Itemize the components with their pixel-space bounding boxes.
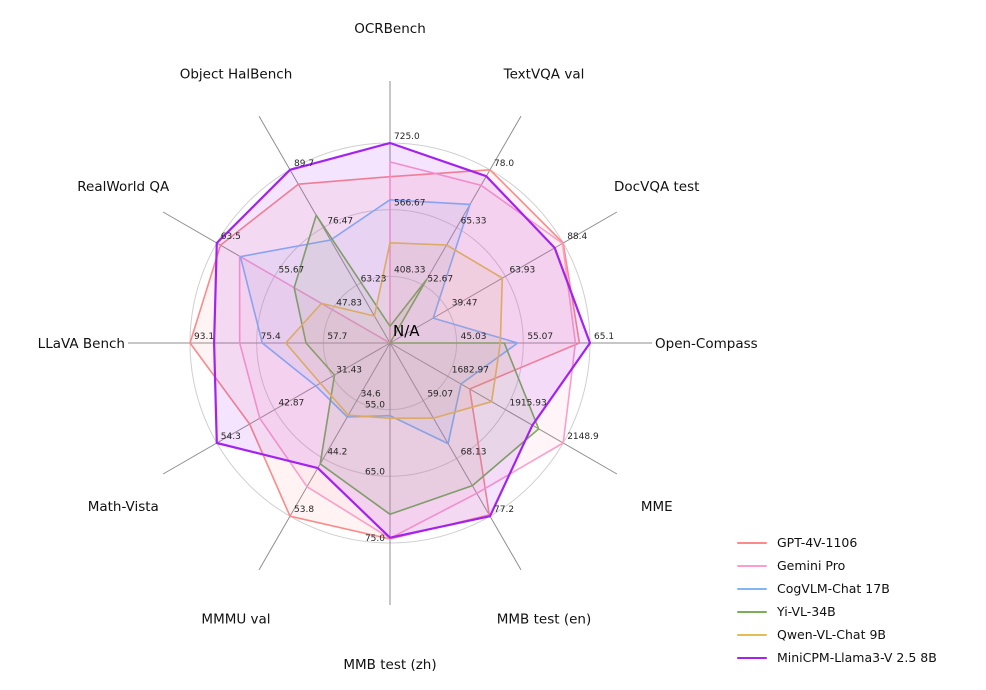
axis-tick-label: 63.5: [221, 232, 241, 242]
axis-tick-label: 47.83: [336, 299, 362, 309]
axis-label: MMMU val: [201, 612, 270, 628]
axis-tick-label: 78.0: [494, 159, 514, 169]
legend-label: CogVLM-Chat 17B: [777, 581, 890, 596]
legend-label: Gemini Pro: [777, 558, 846, 573]
center-tick-label: N/A: [393, 322, 420, 340]
axis-tick-label: 54.3: [221, 432, 241, 442]
axis-tick-label: 34.6: [361, 390, 381, 400]
radar-axis-spoke: [162, 342, 391, 475]
series-polygon: [284, 242, 504, 420]
axis-tick-label: 31.43: [336, 365, 362, 375]
radar-axis-spoke: [389, 342, 618, 475]
axis-label: MMB test (zh): [343, 657, 436, 673]
radar-axis-spoke: [389, 342, 522, 571]
axis-tick-label: 1915.93: [509, 399, 546, 409]
radar-axis-spoke: [389, 211, 618, 344]
axis-tick-label: 53.8: [294, 505, 314, 515]
legend-label: MiniCPM-Llama3-V 2.5 8B: [777, 650, 937, 665]
axis-tick-label: 45.03: [461, 332, 487, 342]
axis-label: MMB test (en): [497, 612, 591, 628]
axis-label: OCRBench: [354, 21, 426, 37]
axis-label: Object HalBench: [180, 66, 293, 82]
axis-tick-label: 89.7: [294, 159, 314, 169]
legend: GPT-4V-1106 Gemini Pro CogVLM-Chat 17B Y…: [737, 535, 937, 665]
axis-tick-label: 88.4: [567, 232, 587, 242]
axis-tick-label: 57.7: [327, 332, 347, 342]
axis-tick-label: 68.13: [461, 447, 487, 457]
legend-swatch: [737, 587, 767, 590]
axis-tick-label: 566.67: [394, 199, 426, 209]
axis-tick-label: 2148.9: [567, 432, 599, 442]
axis-tick-label: 65.1: [594, 332, 614, 342]
radar-axis-spoke: [258, 115, 391, 344]
axis-tick-label: 44.2: [327, 447, 347, 457]
axis-label: Open-Compass: [655, 336, 758, 352]
axis-label: Math-Vista: [88, 499, 159, 515]
axis-tick-label: 75.4: [261, 332, 281, 342]
legend-swatch: [737, 656, 767, 659]
legend-swatch: [737, 610, 767, 613]
axis-tick-label: 93.1: [194, 332, 214, 342]
axis-label: RealWorld QA: [77, 179, 170, 195]
series-polygon: [239, 199, 519, 445]
axis-tick-label: 408.33: [394, 265, 426, 275]
axis-tick-label: 65.33: [461, 217, 487, 227]
axis-tick-label: 63.93: [509, 265, 535, 275]
legend-swatch: [737, 564, 767, 567]
axis-tick-label: 1682.97: [452, 365, 489, 375]
axis-tick-label: 39.47: [452, 299, 478, 309]
axis-tick-label: 77.2: [494, 505, 514, 515]
legend-item: MiniCPM-Llama3-V 2.5 8B: [737, 650, 937, 665]
legend-swatch: [737, 633, 767, 636]
axis-label: LLaVA Bench: [38, 336, 125, 352]
axis-tick-label: 75.0: [365, 534, 385, 544]
axis-label: DocVQA test: [614, 179, 699, 195]
legend-item: Yi-VL-34B: [737, 604, 937, 619]
legend-label: Yi-VL-34B: [777, 604, 836, 619]
axis-tick-label: 55.07: [527, 332, 553, 342]
axis-label: TextVQA val: [503, 66, 585, 82]
axis-label: MME: [641, 499, 673, 515]
axis-tick-label: 42.87: [279, 399, 305, 409]
legend-swatch: [737, 541, 767, 544]
legend-item: Gemini Pro: [737, 558, 937, 573]
axis-tick-label: 55.0: [365, 401, 385, 411]
legend-item: CogVLM-Chat 17B: [737, 581, 937, 596]
legend-label: Qwen-VL-Chat 9B: [777, 627, 886, 642]
axis-tick-label: 63.23: [361, 274, 387, 284]
axis-tick-label: 52.67: [427, 274, 453, 284]
axis-tick-label: 55.67: [279, 265, 305, 275]
legend-item: GPT-4V-1106: [737, 535, 937, 550]
axis-tick-label: 725.0: [394, 132, 420, 142]
legend-label: GPT-4V-1106: [777, 535, 858, 550]
radar-axis-spoke: [258, 342, 391, 571]
axis-tick-label: 76.47: [327, 217, 353, 227]
series-polygon: [213, 141, 592, 539]
axis-tick-label: 59.07: [427, 390, 453, 400]
legend-item: Qwen-VL-Chat 9B: [737, 627, 937, 642]
series-polygon: [293, 214, 540, 516]
axis-tick-label: 65.0: [365, 467, 385, 477]
